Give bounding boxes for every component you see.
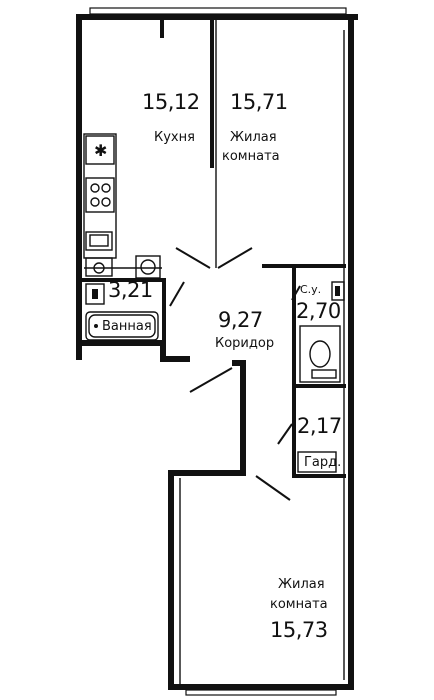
svg-text:✱: ✱ <box>94 141 107 160</box>
bathroom-fixtures <box>85 281 345 473</box>
bath-name: Ванная <box>102 319 152 334</box>
door-swings <box>169 247 301 501</box>
wc-area: 2,70 <box>296 299 341 323</box>
living1-area: 15,71 <box>230 90 288 114</box>
kitchen-name: Кухня <box>154 130 195 145</box>
interior-walls <box>82 20 346 478</box>
wc-name: С.у. <box>300 283 322 296</box>
living2-area: 15,73 <box>270 618 328 642</box>
corridor-area: 9,27 <box>218 308 263 332</box>
sink-icon <box>85 231 113 251</box>
range-hood-icon <box>85 135 115 165</box>
kitchen-area: 15,12 <box>142 90 200 114</box>
stove-icon <box>85 177 115 213</box>
bath-area: 3,21 <box>108 278 153 302</box>
wardrobe-name: Гард. <box>304 455 342 470</box>
living2-name-line1: Жилая <box>278 577 325 592</box>
living1-name-line2: комната <box>222 149 280 164</box>
living1-name-line1: Жилая <box>230 130 277 145</box>
kitchen-equipment: ✱ <box>83 133 161 279</box>
washing-machine-icon <box>135 255 161 279</box>
bathtub-icon <box>85 311 159 341</box>
corridor-name: Коридор <box>215 336 275 351</box>
exterior-walls <box>76 7 358 696</box>
toilet-icon <box>299 325 341 383</box>
living2-name-line2: комната <box>270 597 328 612</box>
wardrobe-area: 2,17 <box>297 414 342 438</box>
